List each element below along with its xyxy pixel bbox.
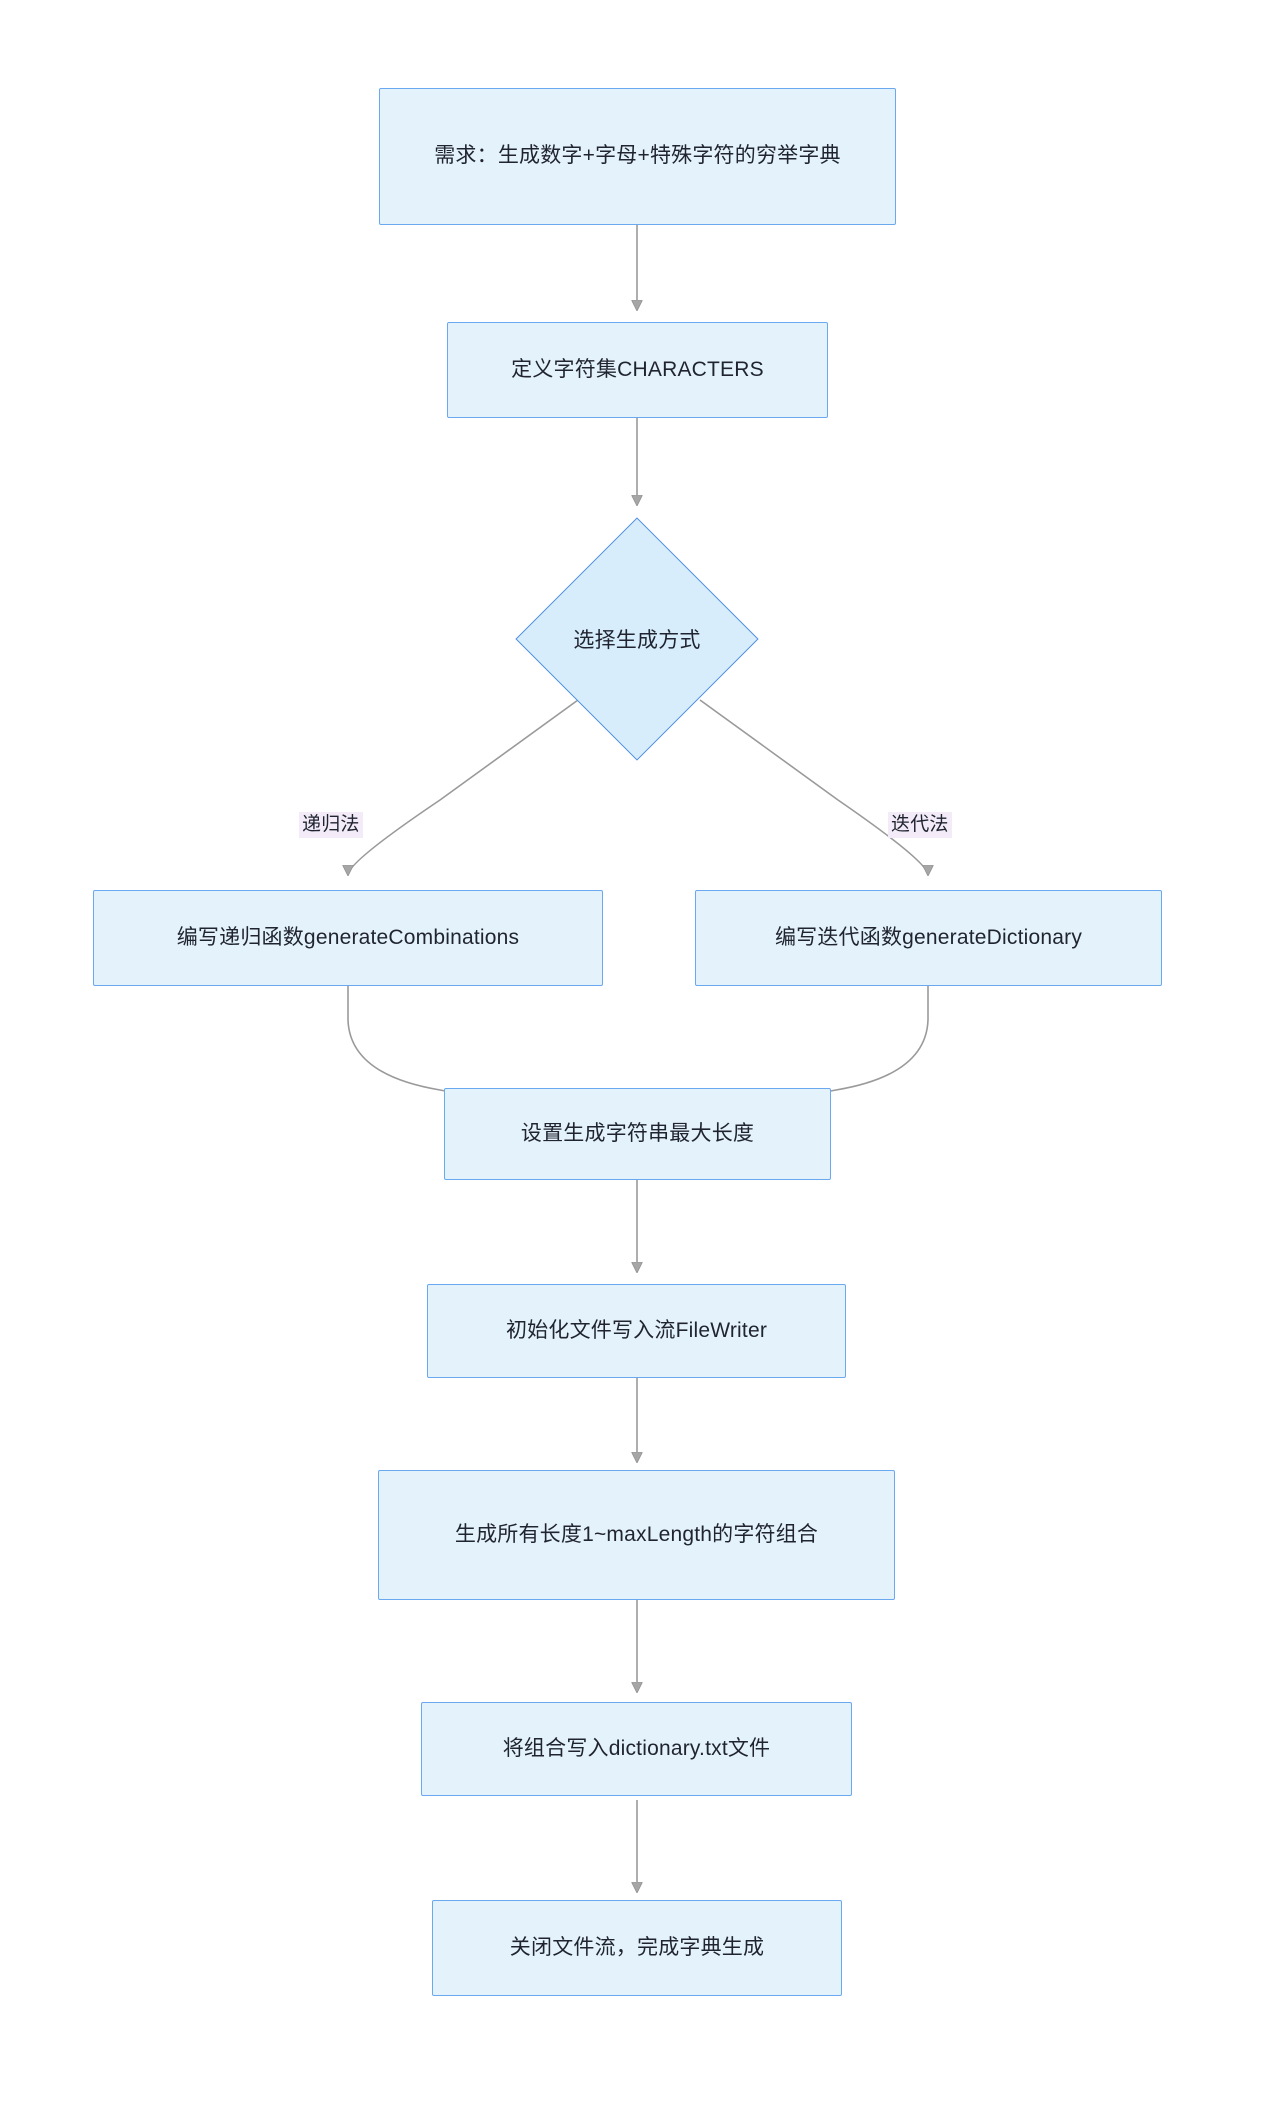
- edge-n4-n6: [347, 983, 478, 1097]
- node-recursive-function-label: 编写递归函数generateCombinations: [176, 925, 520, 949]
- edge-label-iteration-text: 迭代法: [891, 814, 949, 835]
- node-recursive-function[interactable]: 编写递归函数generateCombinations: [93, 890, 603, 986]
- node-iterative-function[interactable]: 编写迭代函数generateDictionary: [695, 890, 1162, 986]
- node-write-dictionary-file-label: 将组合写入dictionary.txt文件: [502, 1736, 771, 1760]
- node-close-stream-label: 关闭文件流，完成字典生成: [509, 1935, 765, 1959]
- edge-label-recursion: 递归法: [299, 812, 363, 838]
- edge-label-recursion-text: 递归法: [302, 814, 360, 835]
- node-requirement-label: 需求：生成数字+字母+特殊字符的穷举字典: [434, 144, 841, 168]
- edge-n5-n6: [798, 983, 929, 1097]
- node-define-charset-label: 定义字符集CHARACTERS: [511, 357, 764, 381]
- edge-label-iteration: 迭代法: [888, 812, 952, 838]
- node-choose-method[interactable]: 选择生成方式: [515, 517, 759, 761]
- node-generate-combinations[interactable]: 生成所有长度1~maxLength的字符组合: [378, 1470, 895, 1600]
- node-close-stream[interactable]: 关闭文件流，完成字典生成: [432, 1900, 842, 1996]
- node-init-filewriter-label: 初始化文件写入流FileWriter: [505, 1318, 768, 1342]
- node-set-max-length[interactable]: 设置生成字符串最大长度: [444, 1088, 831, 1180]
- node-requirement[interactable]: 需求：生成数字+字母+特殊字符的穷举字典: [379, 88, 896, 225]
- node-set-max-length-label: 设置生成字符串最大长度: [520, 1121, 755, 1145]
- node-define-charset[interactable]: 定义字符集CHARACTERS: [447, 322, 828, 418]
- node-iterative-function-label: 编写迭代函数generateDictionary: [774, 925, 1083, 949]
- node-generate-combinations-label: 生成所有长度1~maxLength的字符组合: [454, 1522, 819, 1546]
- node-write-dictionary-file[interactable]: 将组合写入dictionary.txt文件: [421, 1702, 852, 1796]
- node-choose-method-label: 选择生成方式: [573, 629, 701, 652]
- node-init-filewriter[interactable]: 初始化文件写入流FileWriter: [427, 1284, 846, 1378]
